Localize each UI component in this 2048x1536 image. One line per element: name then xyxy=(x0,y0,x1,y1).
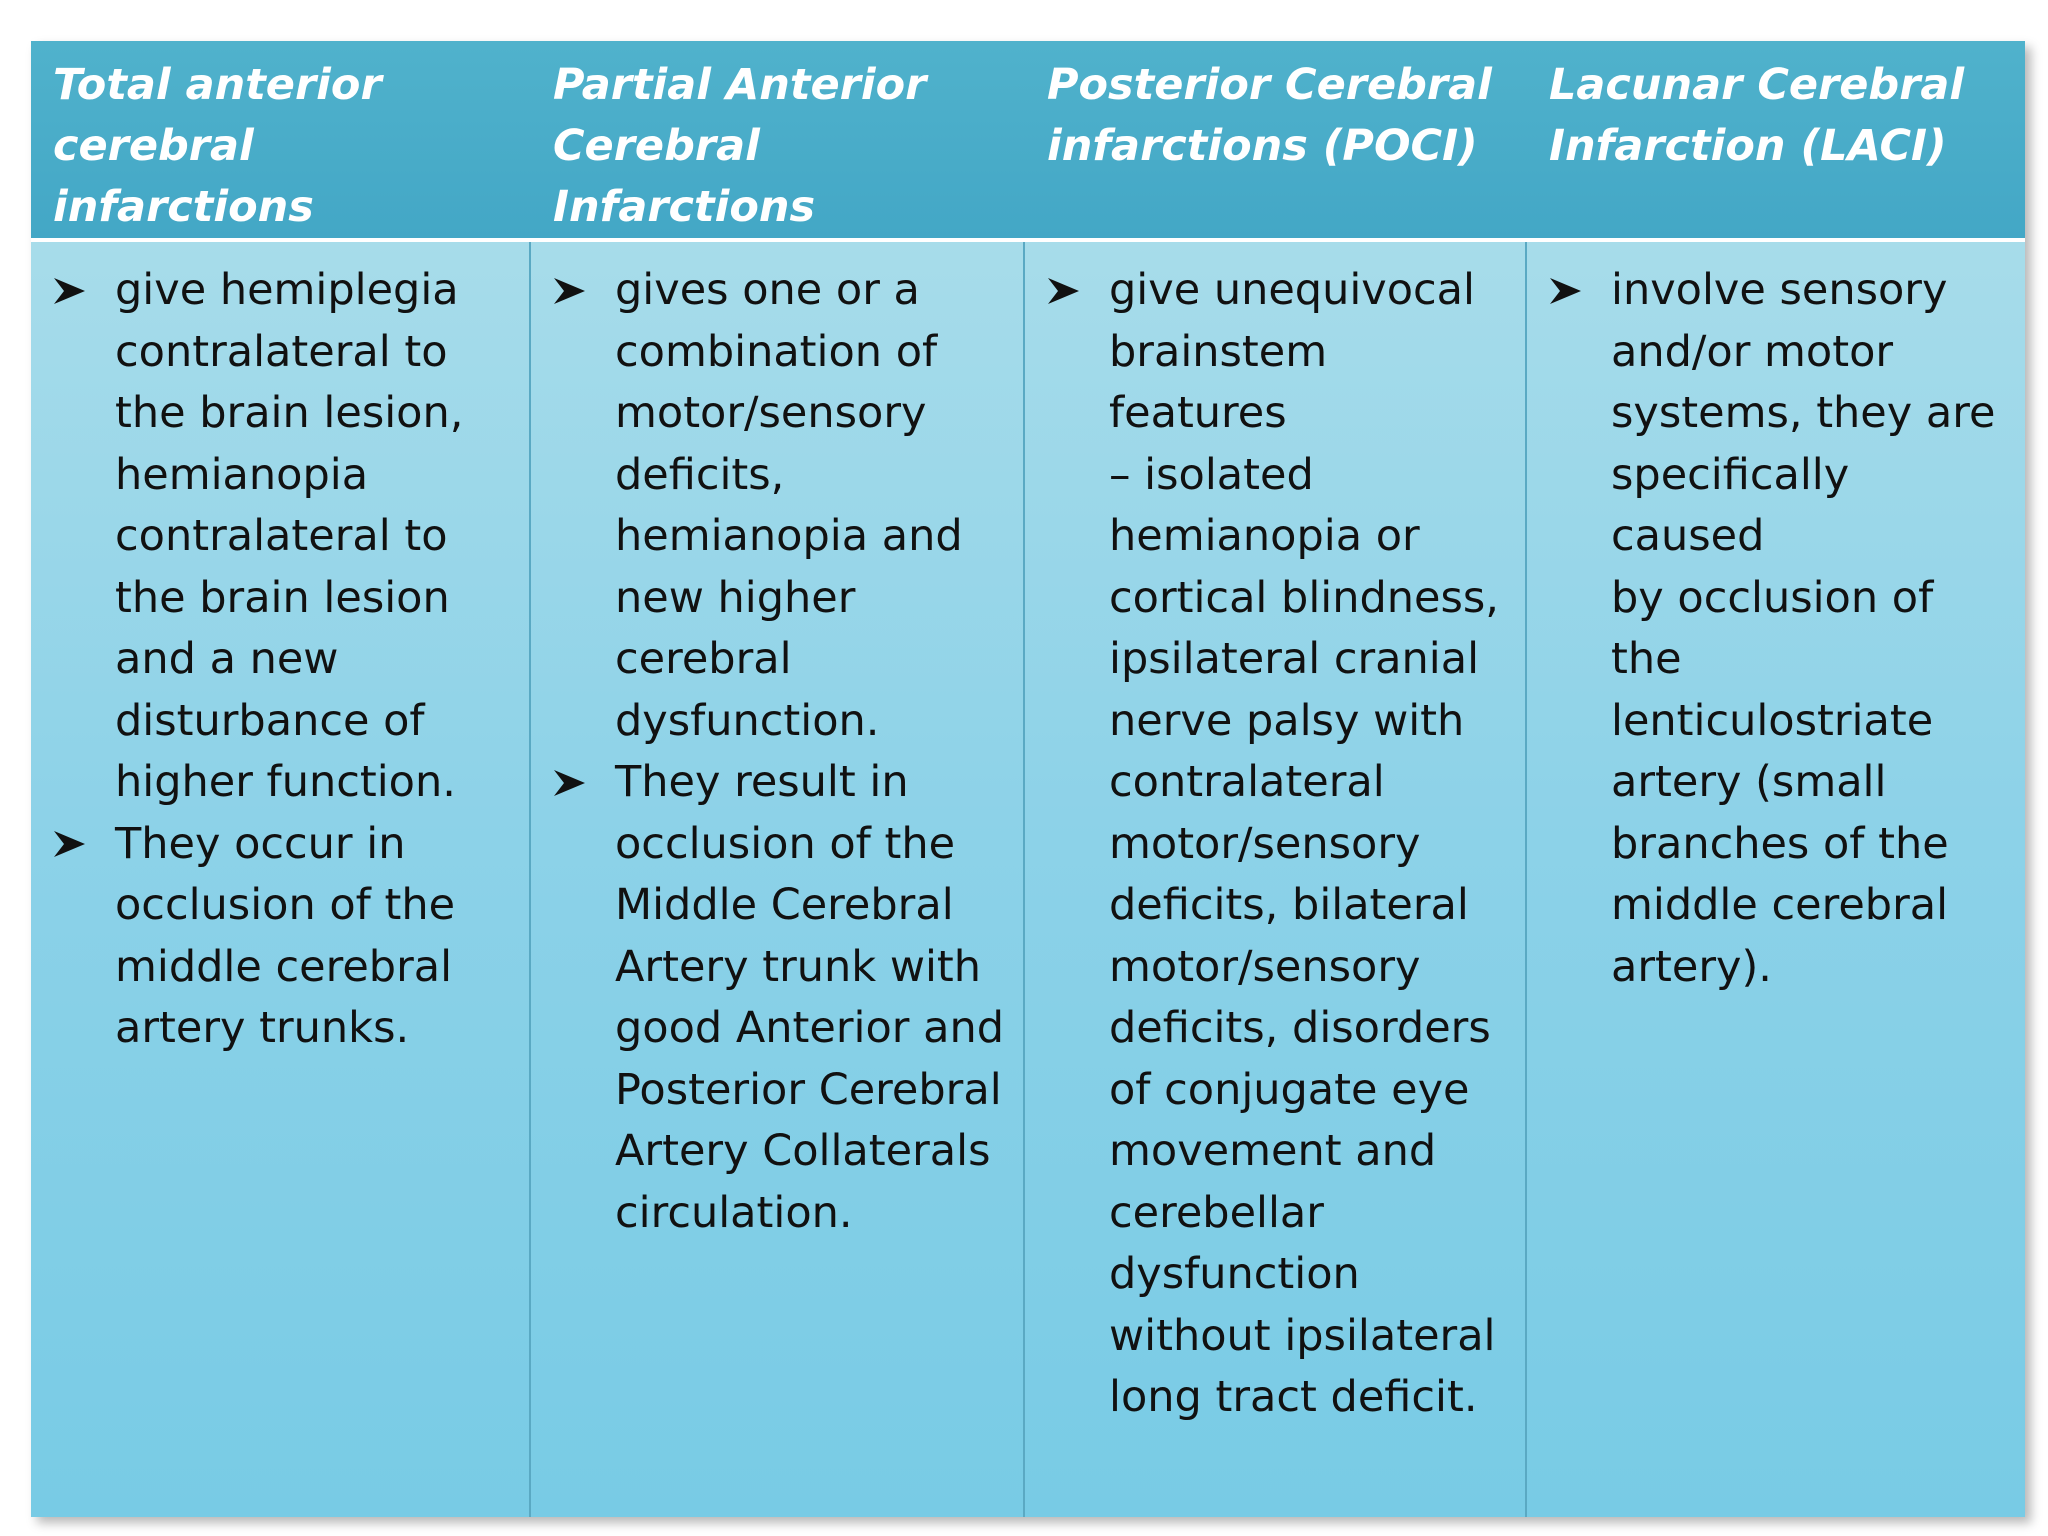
cell-paci: gives one or a combination of motor/sens… xyxy=(531,242,1025,1517)
arrow-bullet-icon xyxy=(553,260,615,322)
cell-laci: involve sensory and/or motor systems, th… xyxy=(1527,242,2025,1517)
header-poci: Posterior Cerebral infarctions (POCI) xyxy=(1047,60,1492,171)
list-item: give hemiplegia contralateral to the bra… xyxy=(53,260,519,814)
bullet-text: gives one or a combination of motor/sens… xyxy=(615,265,963,746)
cell-poci: give unequivocal brainstem features – is… xyxy=(1025,242,1527,1517)
table-header-row: Total anterior cerebral infarctions (TAC… xyxy=(31,41,2025,293)
header-paci: Partial Anterior Cerebral Infarctions (P… xyxy=(553,60,927,293)
arrow-bullet-icon xyxy=(553,752,615,814)
infarction-classification-table: Total anterior cerebral infarctions (TAC… xyxy=(31,41,2025,1517)
arrow-bullet-icon xyxy=(53,814,115,876)
arrow-bullet-icon xyxy=(1047,260,1109,322)
arrow-bullet-icon xyxy=(1549,260,1611,322)
bullet-text: involve sensory and/or motor systems, th… xyxy=(1611,265,1996,992)
table-body-row: give hemiplegia contralateral to the bra… xyxy=(31,242,2025,1517)
header-laci: Lacunar Cerebral Infarction (LACI) xyxy=(1549,60,1965,171)
list-item: They occur in occlusion of the middle ce… xyxy=(53,814,519,1060)
bullet-text: They occur in occlusion of the middle ce… xyxy=(115,818,456,1054)
list-item: gives one or a combination of motor/sens… xyxy=(553,260,1013,752)
bullet-text: give hemiplegia contralateral to the bra… xyxy=(115,265,464,807)
list-item: involve sensory and/or motor systems, th… xyxy=(1549,260,2015,998)
header-taci: Total anterior cerebral infarctions (TAC… xyxy=(53,60,382,293)
list-item: give unequivocal brainstem features – is… xyxy=(1047,260,1515,1429)
cell-taci: give hemiplegia contralateral to the bra… xyxy=(31,242,531,1517)
list-item: They result in occlusion of the Middle C… xyxy=(553,752,1013,1244)
bullet-text: give unequivocal brainstem features – is… xyxy=(1109,265,1499,1422)
arrow-bullet-icon xyxy=(53,260,115,322)
bullet-text: They result in occlusion of the Middle C… xyxy=(615,757,1005,1238)
